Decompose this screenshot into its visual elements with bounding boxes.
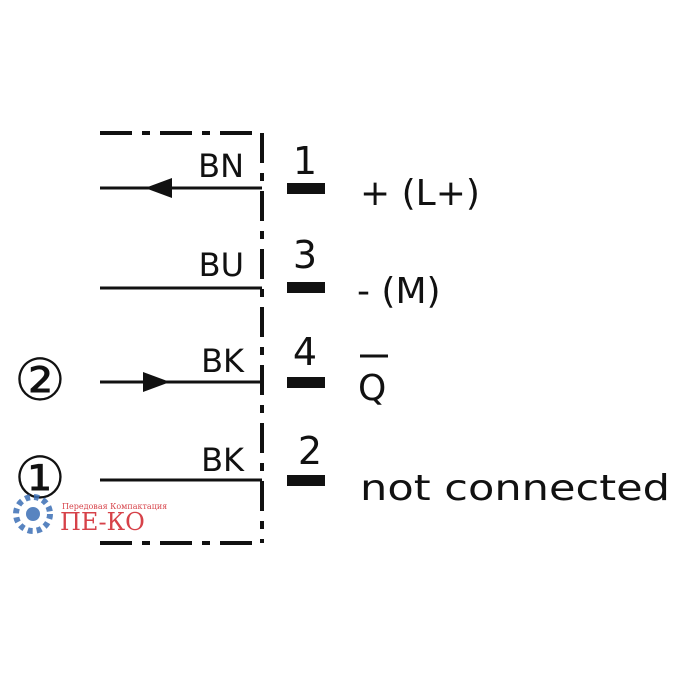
watermark-tagline: Передовая Компактация: [62, 502, 167, 511]
terminal-pin: [287, 282, 325, 293]
pin-number: 2: [298, 429, 322, 473]
wire-row-bk-nc: ① BK 2 not connected: [14, 429, 670, 512]
signal-label: + (L+): [360, 173, 480, 214]
terminal-pin: [287, 183, 325, 194]
wire-row-bn: BN 1 + (L+): [100, 139, 480, 214]
watermark-logo-text: ПЕ-КО: [60, 508, 145, 536]
wire-color-label: BK: [201, 441, 245, 479]
sensor-housing-outline: [100, 131, 264, 545]
arrow-right-icon: [143, 372, 170, 392]
pin-number: 4: [293, 330, 317, 374]
signal-label: - (M): [357, 271, 441, 312]
pin-number: 3: [293, 233, 317, 277]
wire-row-bk-q: ② BK 4 Q: [14, 330, 388, 414]
circled-one-marker: ①: [14, 444, 66, 512]
signal-label: Q: [358, 368, 386, 409]
terminal-pin: [287, 475, 325, 486]
circled-two-marker: ②: [14, 346, 66, 414]
wire-color-label: BK: [201, 342, 245, 380]
arrow-left-icon: [145, 178, 172, 198]
company-watermark: Передовая Компактация ПЕ-КО: [13, 494, 167, 536]
wire-row-bu: BU 3 - (M): [100, 233, 441, 312]
wire-color-label: BN: [198, 147, 244, 185]
terminal-pin: [287, 377, 325, 388]
pin-number: 1: [293, 139, 317, 183]
signal-label: not connected: [360, 468, 670, 509]
wire-color-label: BU: [199, 246, 244, 284]
gear-icon: [13, 494, 53, 534]
